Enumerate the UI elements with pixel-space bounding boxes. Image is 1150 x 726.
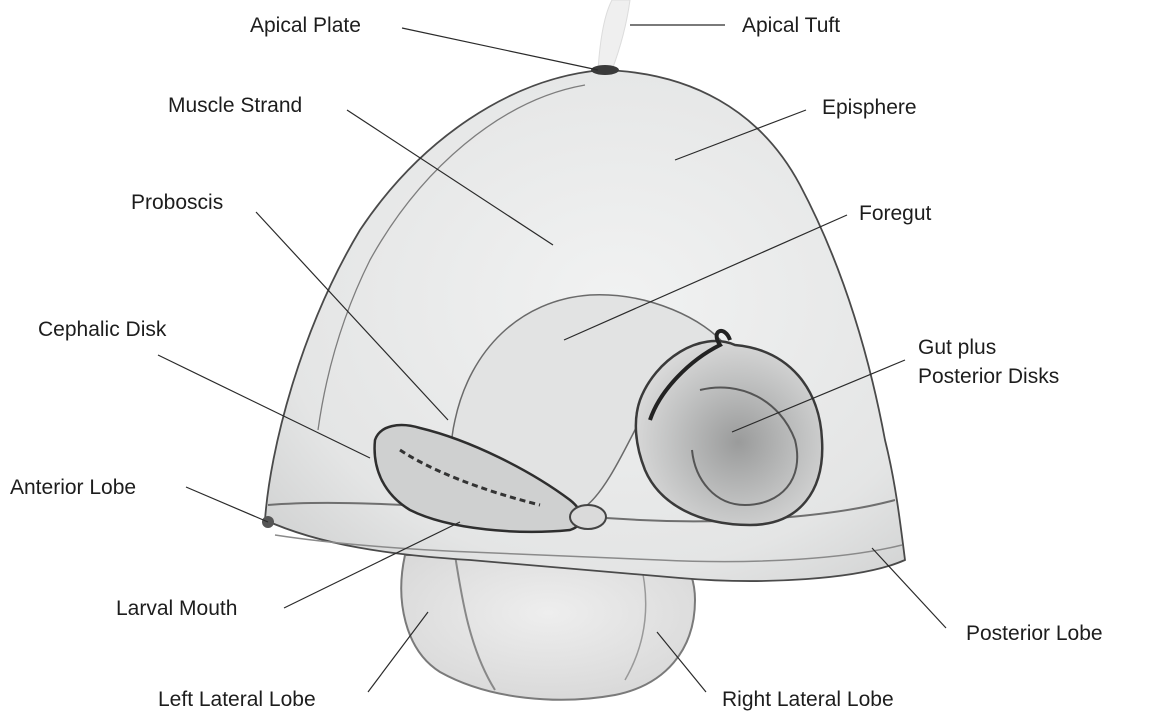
label-gut-posterior-disks: Gut plus Posterior Disks: [918, 336, 1059, 389]
label-larval-mouth: Larval Mouth: [116, 597, 237, 621]
label-episphere: Episphere: [822, 96, 917, 120]
label-apical-tuft: Apical Tuft: [742, 14, 840, 38]
label-left-lateral-lobe: Left Lateral Lobe: [158, 688, 316, 712]
lateral-lobes-shape: [401, 555, 695, 700]
label-cephalic-disk: Cephalic Disk: [38, 318, 166, 342]
label-apical-plate: Apical Plate: [250, 14, 361, 38]
apical-tuft-shape: [598, 0, 630, 70]
leader-anterior-lobe: [186, 487, 268, 522]
proboscis-tip: [570, 505, 606, 529]
label-muscle-strand: Muscle Strand: [168, 94, 302, 118]
leader-apical-plate: [402, 28, 598, 70]
label-anterior-lobe: Anterior Lobe: [10, 476, 136, 500]
label-posterior-lobe: Posterior Lobe: [966, 622, 1103, 646]
label-proboscis: Proboscis: [131, 191, 223, 215]
label-gut-line2: Posterior Disks: [918, 365, 1059, 389]
label-gut-line1: Gut plus: [918, 336, 1059, 360]
label-right-lateral-lobe: Right Lateral Lobe: [722, 688, 894, 712]
leader-posterior-lobe: [872, 548, 946, 628]
label-foregut: Foregut: [859, 202, 931, 226]
